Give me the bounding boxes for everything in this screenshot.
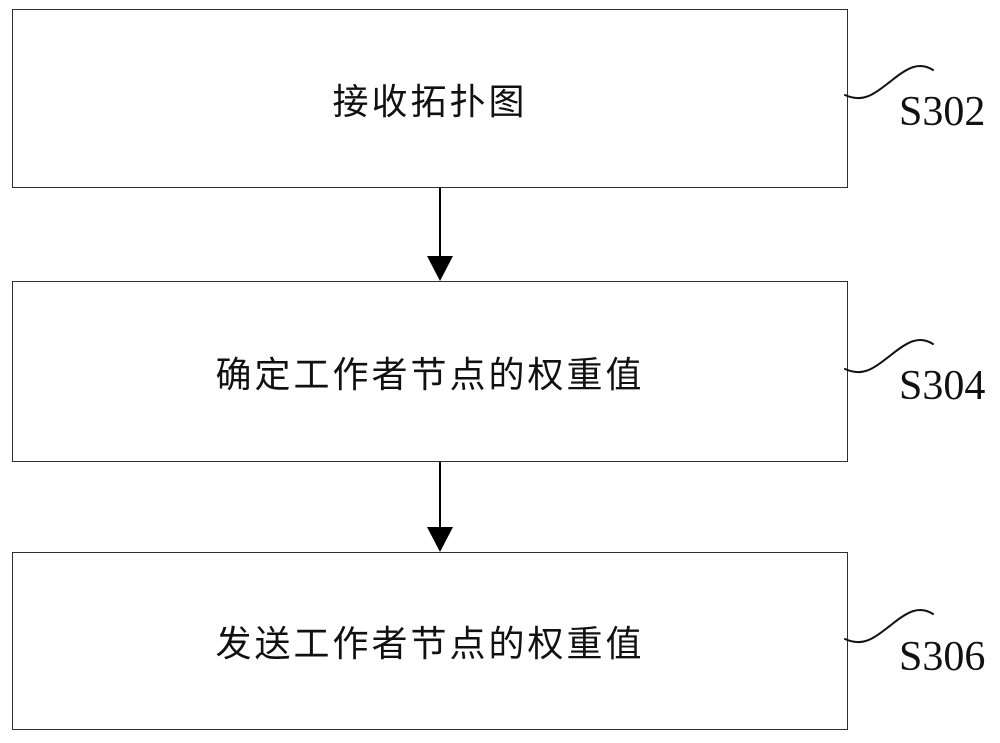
flow-step-1-label: 接收拓扑图 — [332, 81, 528, 122]
flow-step-3-label: 发送工作者节点的权重值 — [215, 624, 645, 664]
step-tag-s306: S306 — [899, 634, 986, 680]
flow-step-2-label: 确定工作者节点的权重值 — [215, 354, 645, 395]
arrow-head-icon — [427, 527, 453, 552]
flow-step-box-3: 发送工作者节点的权重值 — [12, 552, 848, 730]
arrow-head-icon — [427, 256, 453, 281]
arrow-line — [439, 462, 441, 529]
flow-arrow-1 — [427, 188, 453, 281]
step-tag-s302: S302 — [899, 89, 986, 135]
reference-squiggle-2 — [844, 339, 934, 374]
reference-squiggle-1 — [844, 65, 934, 100]
arrow-line — [439, 188, 441, 258]
flow-step-box-2: 确定工作者节点的权重值 — [12, 281, 848, 462]
flow-arrow-2 — [427, 462, 453, 552]
step-tag-s304: S304 — [899, 363, 986, 409]
flow-step-box-1: 接收拓扑图 — [12, 9, 848, 188]
reference-squiggle-3 — [844, 609, 934, 644]
